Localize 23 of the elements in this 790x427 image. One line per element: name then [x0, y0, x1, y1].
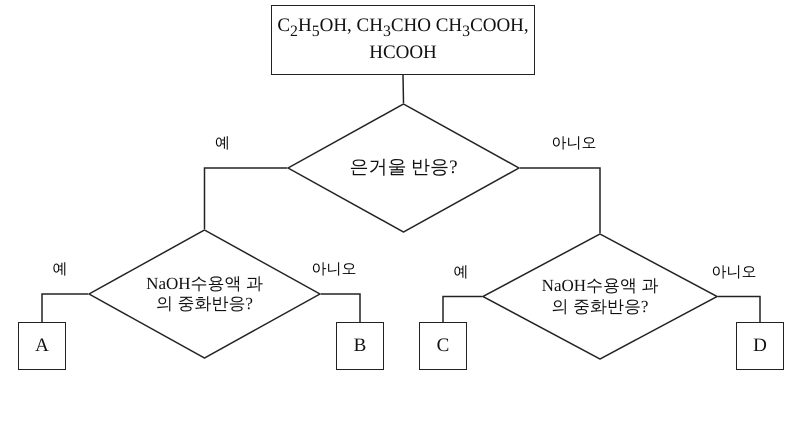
connector-line — [321, 293, 361, 322]
question-text: NaOH수용액 과의 중화반응? — [540, 276, 660, 317]
connector-line — [442, 296, 482, 322]
connector-line — [402, 74, 404, 104]
question-text: NaOH수용액 과의 중화반응? — [145, 274, 264, 314]
result-label: B — [354, 334, 366, 358]
result-box — [736, 322, 784, 370]
compound-box — [271, 5, 535, 75]
edge-label: 아니오 — [710, 262, 758, 281]
result-label: A — [35, 334, 49, 358]
connector-line — [520, 167, 601, 233]
question-text: 은거울 반응? — [349, 156, 458, 180]
result-box — [419, 322, 467, 370]
result-box — [336, 322, 384, 370]
result-label: C — [436, 334, 450, 358]
connector-line — [41, 293, 88, 322]
edge-label: 아니오 — [310, 260, 358, 278]
connector-line — [204, 167, 287, 229]
result-label: D — [753, 334, 767, 358]
edge-label: 아니오 — [550, 134, 598, 152]
compound-list: C$_{2}$H$_{5}$OH, CH$_{3}$CHO CH$_{3}$COOH, HCOOH — [272, 15, 534, 65]
connector-line — [718, 296, 761, 322]
result-box — [18, 322, 66, 370]
